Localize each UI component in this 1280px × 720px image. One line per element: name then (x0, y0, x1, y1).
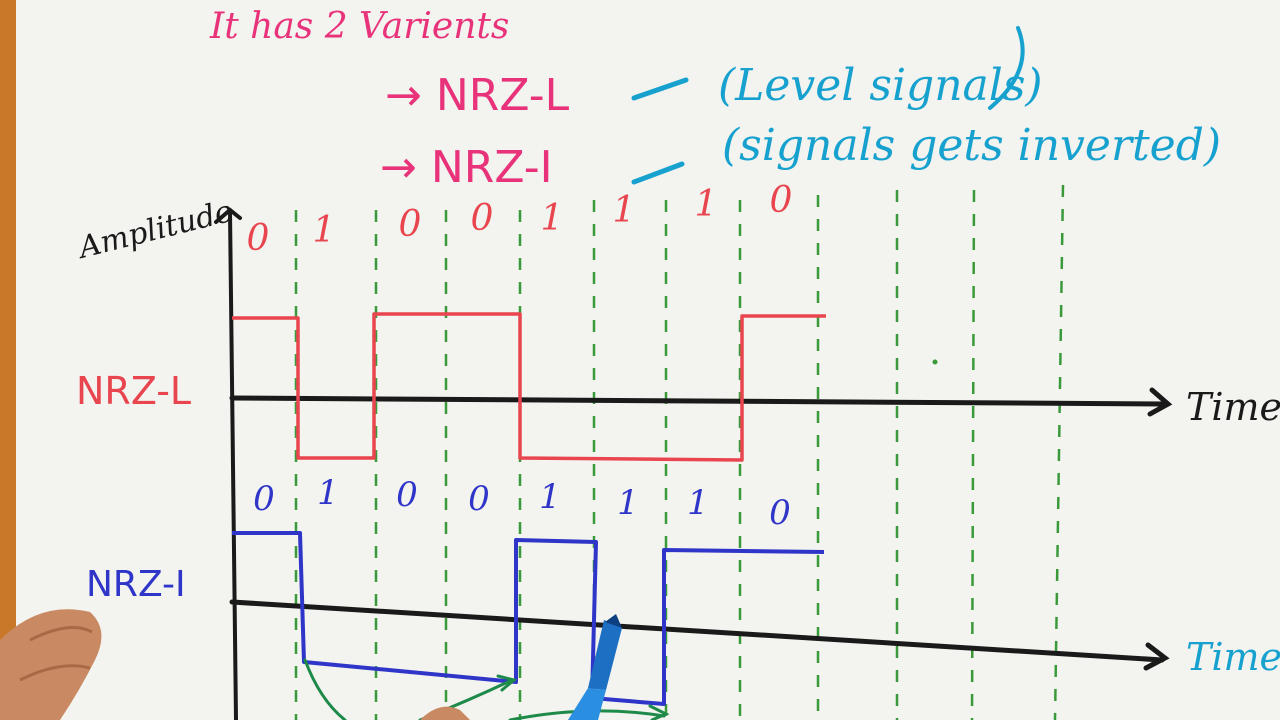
time-label-top: Time (1186, 385, 1280, 429)
time-axis-top (229, 387, 1173, 417)
nrzl-waveform (232, 312, 826, 462)
bit-label: 0 (468, 479, 490, 519)
bit-label: 1 (539, 477, 561, 517)
variant2-note: (signals gets inverted) (722, 120, 1221, 171)
amplitude-axis (214, 207, 242, 720)
bit-label: 0 (247, 218, 270, 259)
nrzl-row-label: NRZ-L (76, 369, 191, 413)
time-label-bottom: Time (1186, 635, 1280, 679)
bit-label: 1 (687, 483, 709, 523)
bit-label: 0 (399, 204, 422, 245)
variant1-text: → NRZ-L (385, 70, 570, 121)
variant2-text: → NRZ-I (380, 142, 553, 193)
bit-label: 1 (695, 184, 718, 225)
time-axis-bottom (229, 599, 1170, 671)
hand-icon (0, 609, 102, 720)
bit-label: 0 (769, 493, 791, 533)
bit-label: 1 (541, 198, 564, 239)
variant1-note: (Level signals) (718, 60, 1043, 111)
header-dashes (631, 77, 689, 185)
marker-pen-icon (420, 614, 622, 720)
intro-text: It has 2 Varients (209, 6, 509, 47)
bit-label: 1 (313, 210, 336, 251)
bit-label: 1 (617, 483, 639, 523)
bit-label: 1 (613, 190, 636, 231)
nrzi-row-label: NRZ-I (86, 564, 186, 605)
whiteboard (16, 0, 1280, 720)
bit-label: 0 (396, 475, 418, 515)
bit-label: 0 (770, 180, 793, 221)
stray-dot (932, 359, 938, 365)
bit-label: 0 (253, 479, 275, 519)
bit-grid-lines (294, 184, 1065, 720)
bracket-stroke (988, 26, 1025, 110)
bit-label: 1 (317, 473, 339, 513)
nrzi-waveform (232, 531, 825, 706)
bit-label: 0 (471, 198, 494, 239)
amplitude-label: Amplitude (73, 194, 237, 267)
